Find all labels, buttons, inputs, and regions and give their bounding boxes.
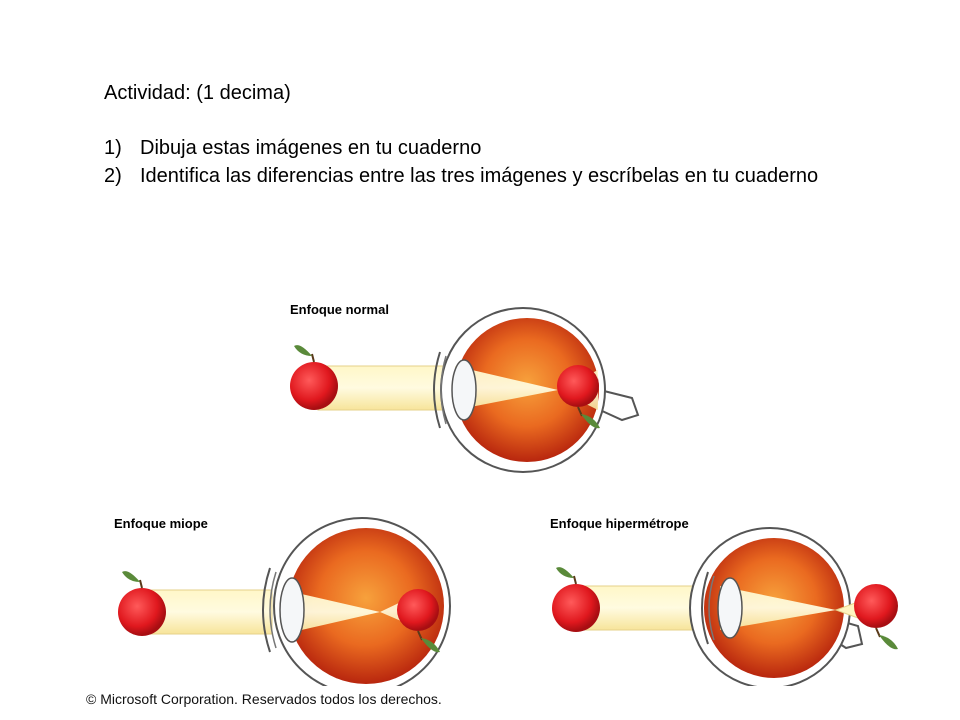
- apple-icon: [552, 567, 600, 632]
- apple-icon: [290, 345, 338, 410]
- list-number: 1): [104, 137, 122, 159]
- list-text: Identifica las diferencias entre las tre…: [140, 165, 819, 187]
- copyright-notice: © Microsoft Corporation. Reservados todo…: [86, 691, 442, 707]
- apple-icon: [118, 571, 166, 636]
- diagram-miope: Enfoque miope: [100, 506, 480, 695]
- diagram-normal: Enfoque normal: [270, 290, 650, 475]
- retina-apple-icon: [397, 589, 440, 653]
- retina-apple-icon: [557, 365, 600, 429]
- diagram-label: Enfoque hipermétrope: [550, 516, 689, 531]
- diagram-label: Enfoque miope: [114, 516, 208, 531]
- list-item: 1) Dibuja estas imágenes en tu cuaderno: [104, 135, 844, 161]
- eye-normal-illustration: [290, 307, 640, 473]
- activity-text: Actividad: (1 decima) 1) Dibuja estas im…: [104, 80, 844, 191]
- activity-title: Actividad: (1 decima): [104, 82, 291, 104]
- diagram-hipermetrope: Enfoque hipermétrope: [540, 506, 940, 689]
- eye-hipermetrope-illustration: [552, 527, 898, 689]
- activity-list: 1) Dibuja estas imágenes en tu cuaderno …: [104, 135, 844, 189]
- list-item: 2) Identifica las diferencias entre las …: [104, 163, 844, 189]
- list-text: Dibuja estas imágenes en tu cuaderno: [140, 137, 482, 159]
- eye-miope-illustration: [118, 517, 451, 695]
- diagram-label: Enfoque normal: [290, 302, 389, 317]
- list-number: 2): [104, 165, 122, 187]
- retina-apple-icon: [854, 584, 898, 650]
